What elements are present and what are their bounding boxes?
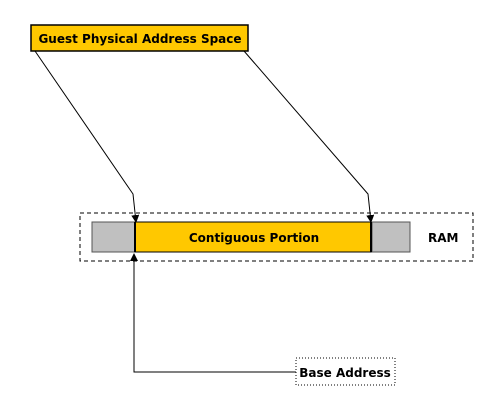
guest-physical-address-space-label: Guest Physical Address Space xyxy=(38,32,241,46)
guest-physical-address-space-rect xyxy=(30,24,249,52)
base-address-label: Base Address xyxy=(299,366,391,380)
right-mapping-arrow xyxy=(243,50,375,223)
ram-container xyxy=(79,212,474,262)
contiguous-portion-segment xyxy=(134,221,373,253)
ram-unused-left-segment xyxy=(91,221,136,253)
base-address-arrow xyxy=(130,253,296,373)
ram-unused-right-segment xyxy=(371,221,411,253)
left-mapping-arrow xyxy=(34,50,140,223)
contiguous-portion-label: Contiguous Portion xyxy=(189,231,319,245)
guest-physical-address-space-box: Guest Physical Address Space xyxy=(30,24,249,52)
base-address-rect xyxy=(295,357,396,386)
ram-label: RAM xyxy=(428,231,458,245)
base-address-box: Base Address xyxy=(295,357,396,386)
